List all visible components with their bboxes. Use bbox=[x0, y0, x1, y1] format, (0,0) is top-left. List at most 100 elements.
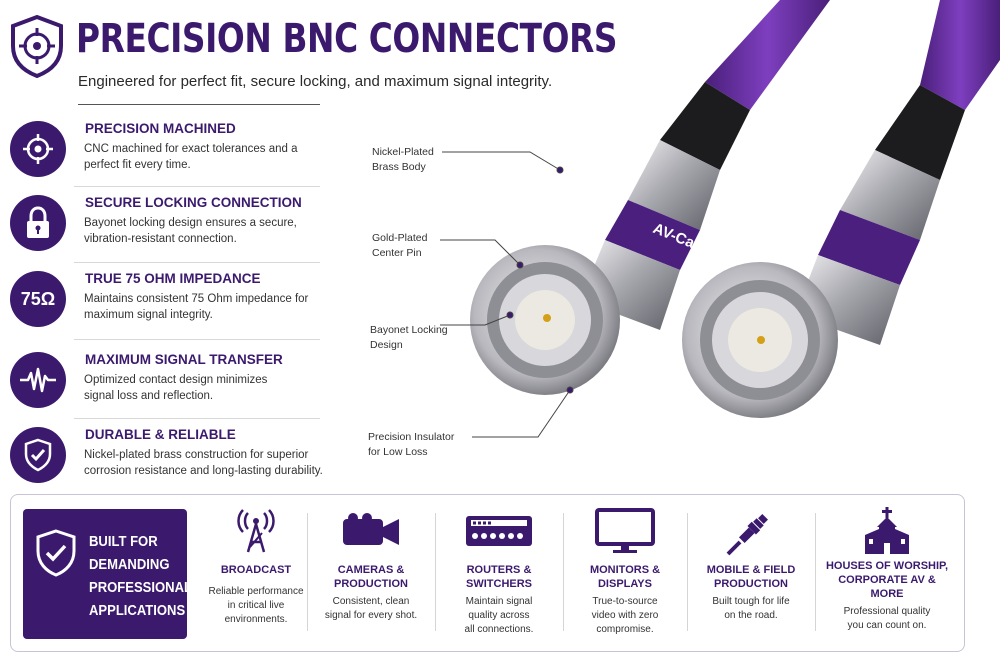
callout-nickel-body: Nickel-Plated Brass Body bbox=[372, 145, 434, 175]
app-desc-line: Consistent, clean bbox=[332, 596, 410, 607]
app-monitors: MONITORS & DISPLAYS True-to-source video… bbox=[565, 507, 685, 641]
app-desc-line: video with zero bbox=[591, 610, 659, 621]
built-for-line: BUILT FOR bbox=[89, 534, 158, 550]
app-title-line: PRODUCTION bbox=[714, 578, 788, 590]
feature-title: SECURE LOCKING CONNECTION bbox=[85, 195, 302, 210]
app-desc-line: environments. bbox=[224, 614, 288, 625]
feature-description: Maintains consistent 75 Ohm impedance fo… bbox=[84, 293, 309, 321]
app-desc-line: you can count on. bbox=[847, 620, 927, 631]
shield-check-icon bbox=[10, 427, 66, 483]
app-title-line: BROADCAST bbox=[220, 564, 292, 576]
app-desc-line: Maintain signal bbox=[465, 596, 533, 607]
app-title: HOUSES OF WORSHIP, CORPORATE AV & MORE bbox=[817, 559, 957, 601]
app-divider bbox=[815, 513, 816, 631]
built-for-line: DEMANDING bbox=[89, 557, 170, 573]
app-desc-line: True-to-source bbox=[592, 596, 658, 607]
ohm-icon-label: 75Ω bbox=[20, 288, 56, 309]
app-divider bbox=[563, 513, 564, 631]
callout-line: Bayonet Locking bbox=[370, 324, 448, 336]
app-title: MOBILE & FIELD PRODUCTION bbox=[691, 563, 811, 591]
app-title-line: PRODUCTION bbox=[334, 578, 408, 590]
antenna-tower-icon bbox=[197, 507, 315, 555]
feature-secure-locking: SECURE LOCKING CONNECTION Bayonet lockin… bbox=[10, 195, 350, 265]
ohm-icon: 75Ω bbox=[10, 271, 66, 327]
feature-divider bbox=[74, 186, 320, 187]
app-description: Built tough for life on the road. bbox=[691, 595, 811, 623]
page-subtitle: Engineered for perfect fit, secure locki… bbox=[78, 73, 553, 90]
app-desc-line: in critical live bbox=[227, 600, 285, 611]
shield-check-icon bbox=[36, 529, 76, 577]
app-cameras: CAMERAS & PRODUCTION Consistent, clean s… bbox=[311, 507, 431, 641]
app-desc-line: signal for every shot. bbox=[324, 610, 418, 621]
crosshair-icon bbox=[10, 121, 66, 177]
app-description: Reliable performance in critical live en… bbox=[197, 585, 315, 627]
built-for-line: PROFESSIONAL bbox=[89, 580, 192, 596]
feature-max-signal: MAXIMUM SIGNAL TRANSFER Optimized contac… bbox=[10, 352, 350, 422]
crosshair-shield-logo bbox=[11, 14, 63, 78]
app-description: Professional quality you can count on. bbox=[817, 605, 957, 633]
app-description: Consistent, clean signal for every shot. bbox=[311, 595, 431, 623]
app-worship: HOUSES OF WORSHIP, CORPORATE AV & MORE P… bbox=[817, 507, 957, 641]
app-title-line: DISPLAYS bbox=[597, 578, 652, 590]
callout-lines bbox=[440, 151, 574, 438]
feature-title: MAXIMUM SIGNAL TRANSFER bbox=[85, 352, 283, 367]
feature-description: CNC machined for exact tolerances and a … bbox=[84, 143, 298, 171]
video-camera-icon bbox=[311, 507, 431, 555]
built-for-line: APPLICATIONS bbox=[89, 603, 186, 619]
callout-line: Center Pin bbox=[372, 247, 422, 259]
app-title-line: ROUTERS & bbox=[466, 564, 532, 576]
feature-divider bbox=[74, 339, 320, 340]
feature-75-ohm: 75Ω TRUE 75 OHM IMPEDANCE Maintains cons… bbox=[10, 271, 350, 341]
app-desc-line: on the road. bbox=[724, 610, 778, 621]
app-desc-line: all connections. bbox=[464, 624, 534, 635]
app-broadcast: BROADCAST Reliable performance in critic… bbox=[197, 507, 315, 641]
callout-line: Gold-Plated bbox=[372, 232, 428, 244]
callout-bayonet: Bayonet Locking Design bbox=[370, 323, 448, 353]
callout-line: Brass Body bbox=[372, 161, 426, 173]
app-title-line: MORE bbox=[870, 588, 904, 600]
app-desc-line: Built tough for life bbox=[712, 596, 790, 607]
app-desc-line: compromise. bbox=[596, 624, 654, 635]
callout-insulator: Precision Insulator for Low Loss bbox=[368, 430, 454, 460]
app-title-line: SWITCHERS bbox=[466, 578, 532, 590]
callout-line: for Low Loss bbox=[368, 446, 428, 458]
app-title: MONITORS & DISPLAYS bbox=[565, 563, 685, 591]
feature-divider bbox=[74, 262, 320, 263]
app-title-line: CAMERAS & bbox=[337, 564, 405, 576]
app-description: True-to-source video with zero compromis… bbox=[565, 595, 685, 637]
bnc-connectors-image: AV-Cables® AV-Cables® bbox=[440, 0, 1000, 438]
app-title: ROUTERS & SWITCHERS bbox=[439, 563, 559, 591]
left-connector: AV-Cables® bbox=[470, 0, 830, 395]
callout-gold-pin: Gold-Plated Center Pin bbox=[372, 231, 427, 261]
feature-precision-machined: PRECISION MACHINED CNC machined for exac… bbox=[10, 121, 350, 191]
page-title: PRECISION BNC CONNECTORS bbox=[76, 16, 618, 62]
waveform-icon bbox=[10, 352, 66, 408]
built-for-banner: BUILT FOR DEMANDING PROFESSIONAL APPLICA… bbox=[23, 509, 192, 639]
feature-title: DURABLE & RELIABLE bbox=[85, 427, 236, 442]
app-desc-line: quality across bbox=[468, 610, 530, 621]
applications-panel: BUILT FOR DEMANDING PROFESSIONAL APPLICA… bbox=[10, 494, 965, 652]
feature-description: Optimized contact design minimizes signa… bbox=[84, 374, 268, 402]
callout-line: Design bbox=[370, 339, 403, 351]
app-title-line: CORPORATE AV & bbox=[838, 574, 936, 586]
app-divider bbox=[687, 513, 688, 631]
built-for-text: BUILT FOR DEMANDING PROFESSIONAL APPLICA… bbox=[89, 531, 192, 623]
callout-line: Precision Insulator bbox=[368, 431, 455, 443]
church-icon bbox=[817, 507, 957, 555]
feature-description: Nickel-plated brass construction for sup… bbox=[84, 449, 323, 477]
app-desc-line: Reliable performance bbox=[208, 586, 304, 597]
app-divider bbox=[307, 513, 308, 631]
feature-description: Bayonet locking design ensures a secure,… bbox=[84, 217, 297, 245]
app-title-line: HOUSES OF WORSHIP, bbox=[825, 560, 949, 572]
app-description: Maintain signal quality across all conne… bbox=[439, 595, 559, 637]
app-mobile-field: MOBILE & FIELD PRODUCTION Built tough fo… bbox=[691, 507, 811, 641]
callout-line: Nickel-Plated bbox=[372, 146, 434, 158]
monitor-icon bbox=[565, 507, 685, 555]
app-title: BROADCAST bbox=[197, 563, 315, 577]
app-title-line: MOBILE & FIELD bbox=[706, 564, 796, 576]
app-routers: ROUTERS & SWITCHERS Maintain signal qual… bbox=[439, 507, 559, 641]
lock-icon bbox=[10, 195, 66, 251]
app-divider bbox=[435, 513, 436, 631]
feature-divider bbox=[74, 418, 320, 419]
header-divider bbox=[78, 104, 320, 105]
